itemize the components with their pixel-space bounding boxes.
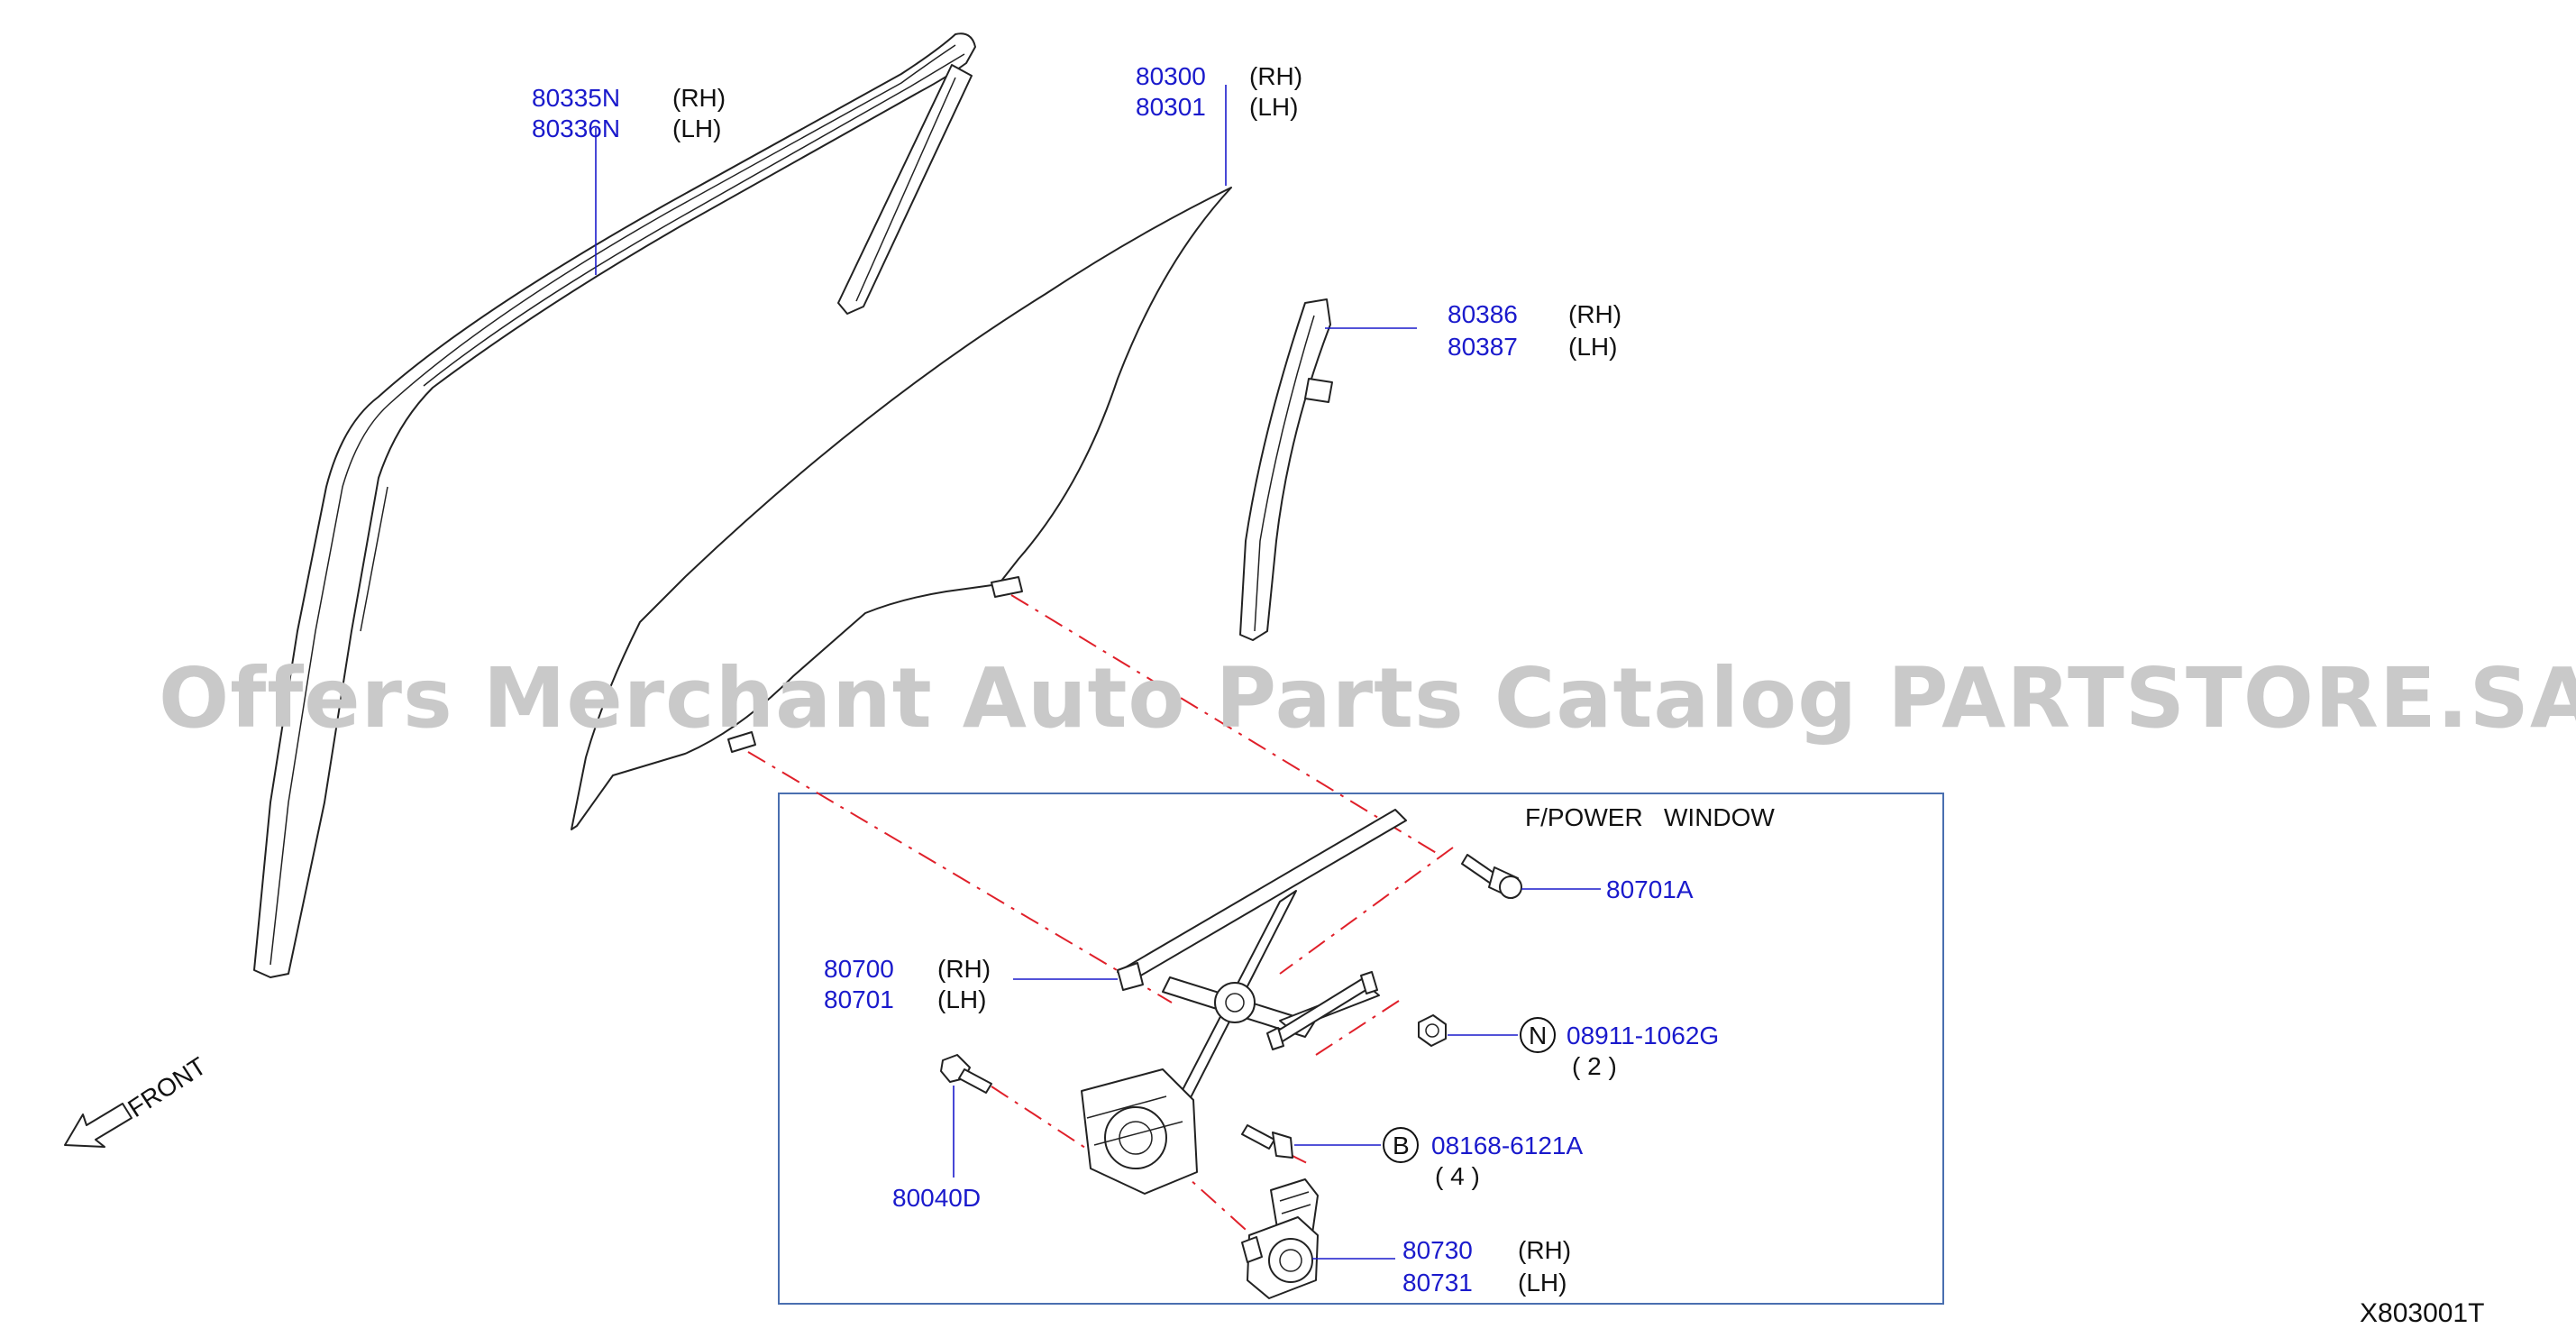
rear-sash[interactable] — [1239, 298, 1333, 641]
section-title: F/POWER WINDOW — [1525, 803, 1775, 831]
bolt-a-number[interactable]: 80701A — [1606, 875, 1694, 903]
sash-lh-number[interactable]: 80387 — [1448, 333, 1518, 361]
nut-ref-letter: N — [1529, 1022, 1547, 1049]
bolt-08168[interactable] — [1241, 1124, 1293, 1159]
motor-rh-side: (RH) — [1518, 1236, 1571, 1264]
diagram-code: X803001T — [2360, 1298, 2484, 1328]
molding-rh-number[interactable]: 80335N — [532, 84, 620, 112]
glass-lh-side: (LH) — [1249, 93, 1298, 121]
nut-ref-circle — [1520, 1017, 1556, 1053]
molding-lh-side: (LH) — [672, 115, 721, 142]
watermark: Offers Merchant Auto Parts Catalog PARTS… — [159, 650, 2576, 747]
sash-rh-number[interactable]: 80386 — [1448, 300, 1518, 328]
molding-rh-side: (RH) — [672, 84, 726, 112]
window-molding[interactable] — [253, 32, 976, 978]
glass-lh-number[interactable]: 80301 — [1136, 93, 1206, 121]
bolt-b-number[interactable]: 08168-6121A — [1431, 1132, 1583, 1159]
screw-number[interactable]: 80040D — [892, 1184, 981, 1212]
molding-lh-number[interactable]: 80336N — [532, 115, 620, 142]
sash-rh-side: (RH) — [1568, 300, 1621, 328]
bolt-b-quantity: ( 4 ) — [1435, 1162, 1480, 1190]
front-arrow-icon — [64, 1103, 132, 1148]
regulator-lh-number[interactable]: 80701 — [824, 985, 894, 1013]
sash-lh-side: (LH) — [1568, 333, 1617, 361]
motor-lh-side: (LH) — [1518, 1269, 1567, 1297]
motor-lh-number[interactable]: 80731 — [1402, 1269, 1473, 1297]
regulator-rh-number[interactable]: 80700 — [824, 955, 894, 983]
guide-rail[interactable] — [1266, 971, 1378, 1050]
regulator-rh-side: (RH) — [937, 955, 991, 983]
bolt-b-ref-circle — [1383, 1127, 1419, 1163]
power-window-detail-box — [778, 793, 1944, 1305]
bolt-80701a[interactable] — [1461, 854, 1522, 899]
glass-rh-number[interactable]: 80300 — [1136, 62, 1206, 90]
motor-rh-number[interactable]: 80730 — [1402, 1236, 1473, 1264]
regulator-lh-side: (LH) — [937, 985, 986, 1013]
nut-quantity: ( 2 ) — [1572, 1052, 1617, 1080]
front-label: FRONT — [123, 1052, 211, 1123]
glass-rh-side: (RH) — [1249, 62, 1302, 90]
window-motor[interactable] — [1241, 1178, 1319, 1299]
nut-number[interactable]: 08911-1062G — [1567, 1022, 1719, 1049]
screw-80040d[interactable] — [940, 1054, 992, 1094]
bolt-b-ref-letter: B — [1393, 1132, 1410, 1159]
nut-08911[interactable] — [1418, 1014, 1447, 1047]
door-glass[interactable] — [571, 187, 1232, 830]
